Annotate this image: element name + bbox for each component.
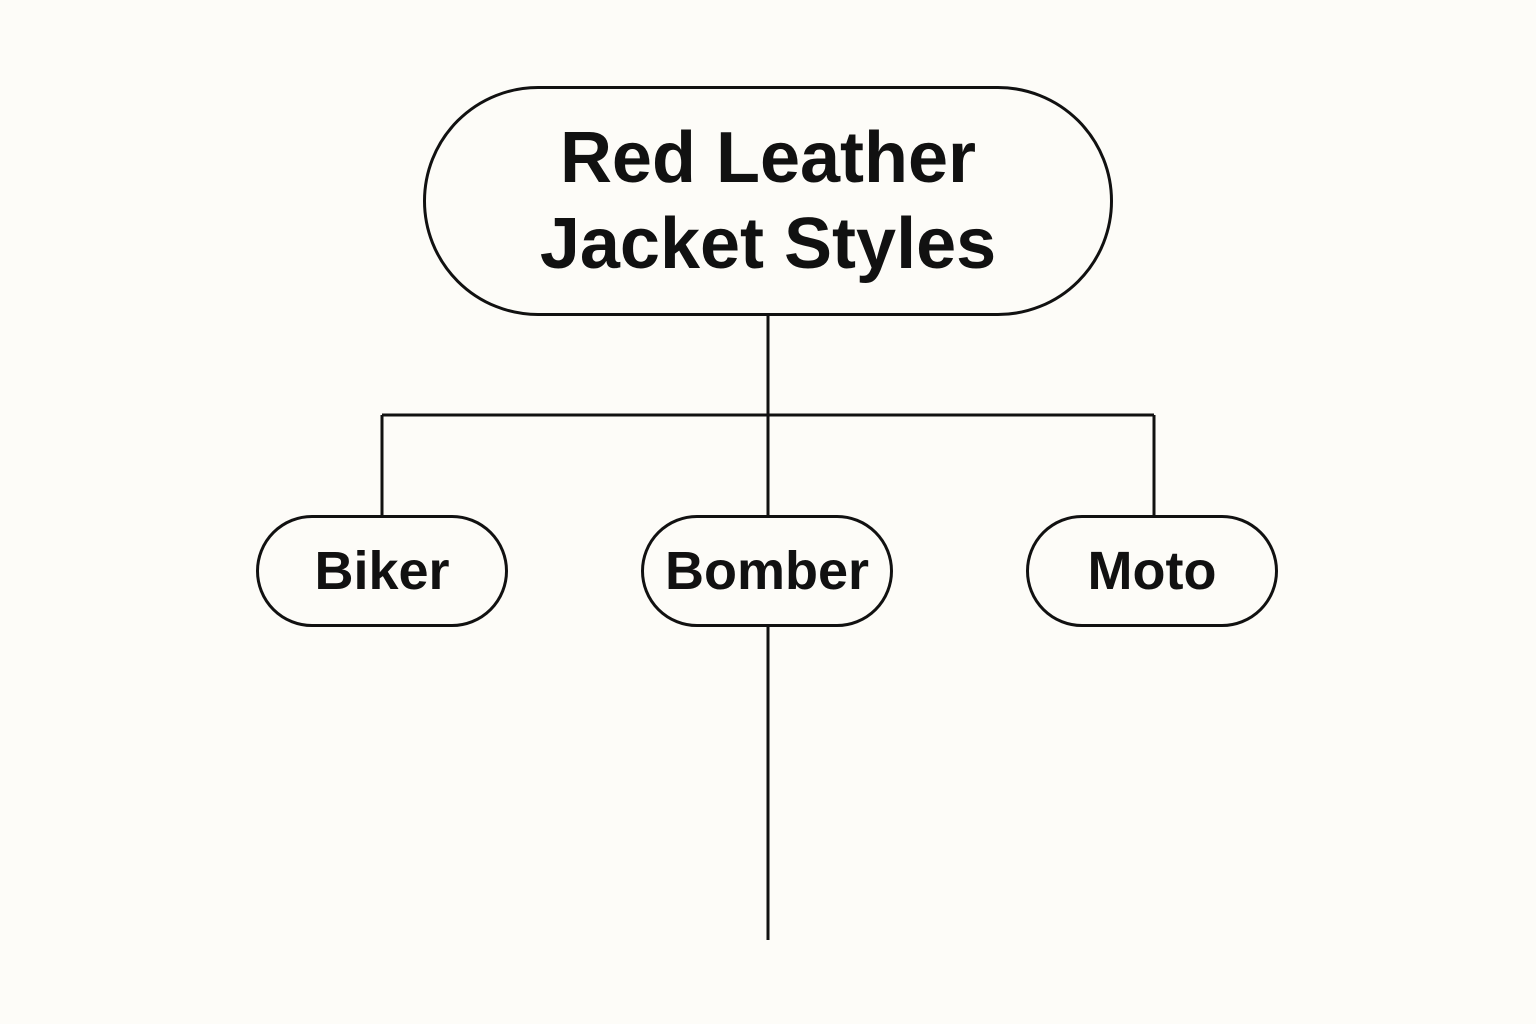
- child-node-label-bomber: Bomber: [664, 541, 870, 601]
- child-node-label-biker: Biker: [314, 541, 450, 601]
- child-node-moto: Moto: [1026, 515, 1278, 627]
- root-node-label: Red Leather Jacket Styles: [539, 118, 997, 284]
- child-node-bomber: Bomber: [641, 515, 893, 627]
- child-node-label-moto: Moto: [1087, 541, 1217, 601]
- root-node: Red Leather Jacket Styles: [423, 86, 1113, 316]
- child-node-biker: Biker: [256, 515, 508, 627]
